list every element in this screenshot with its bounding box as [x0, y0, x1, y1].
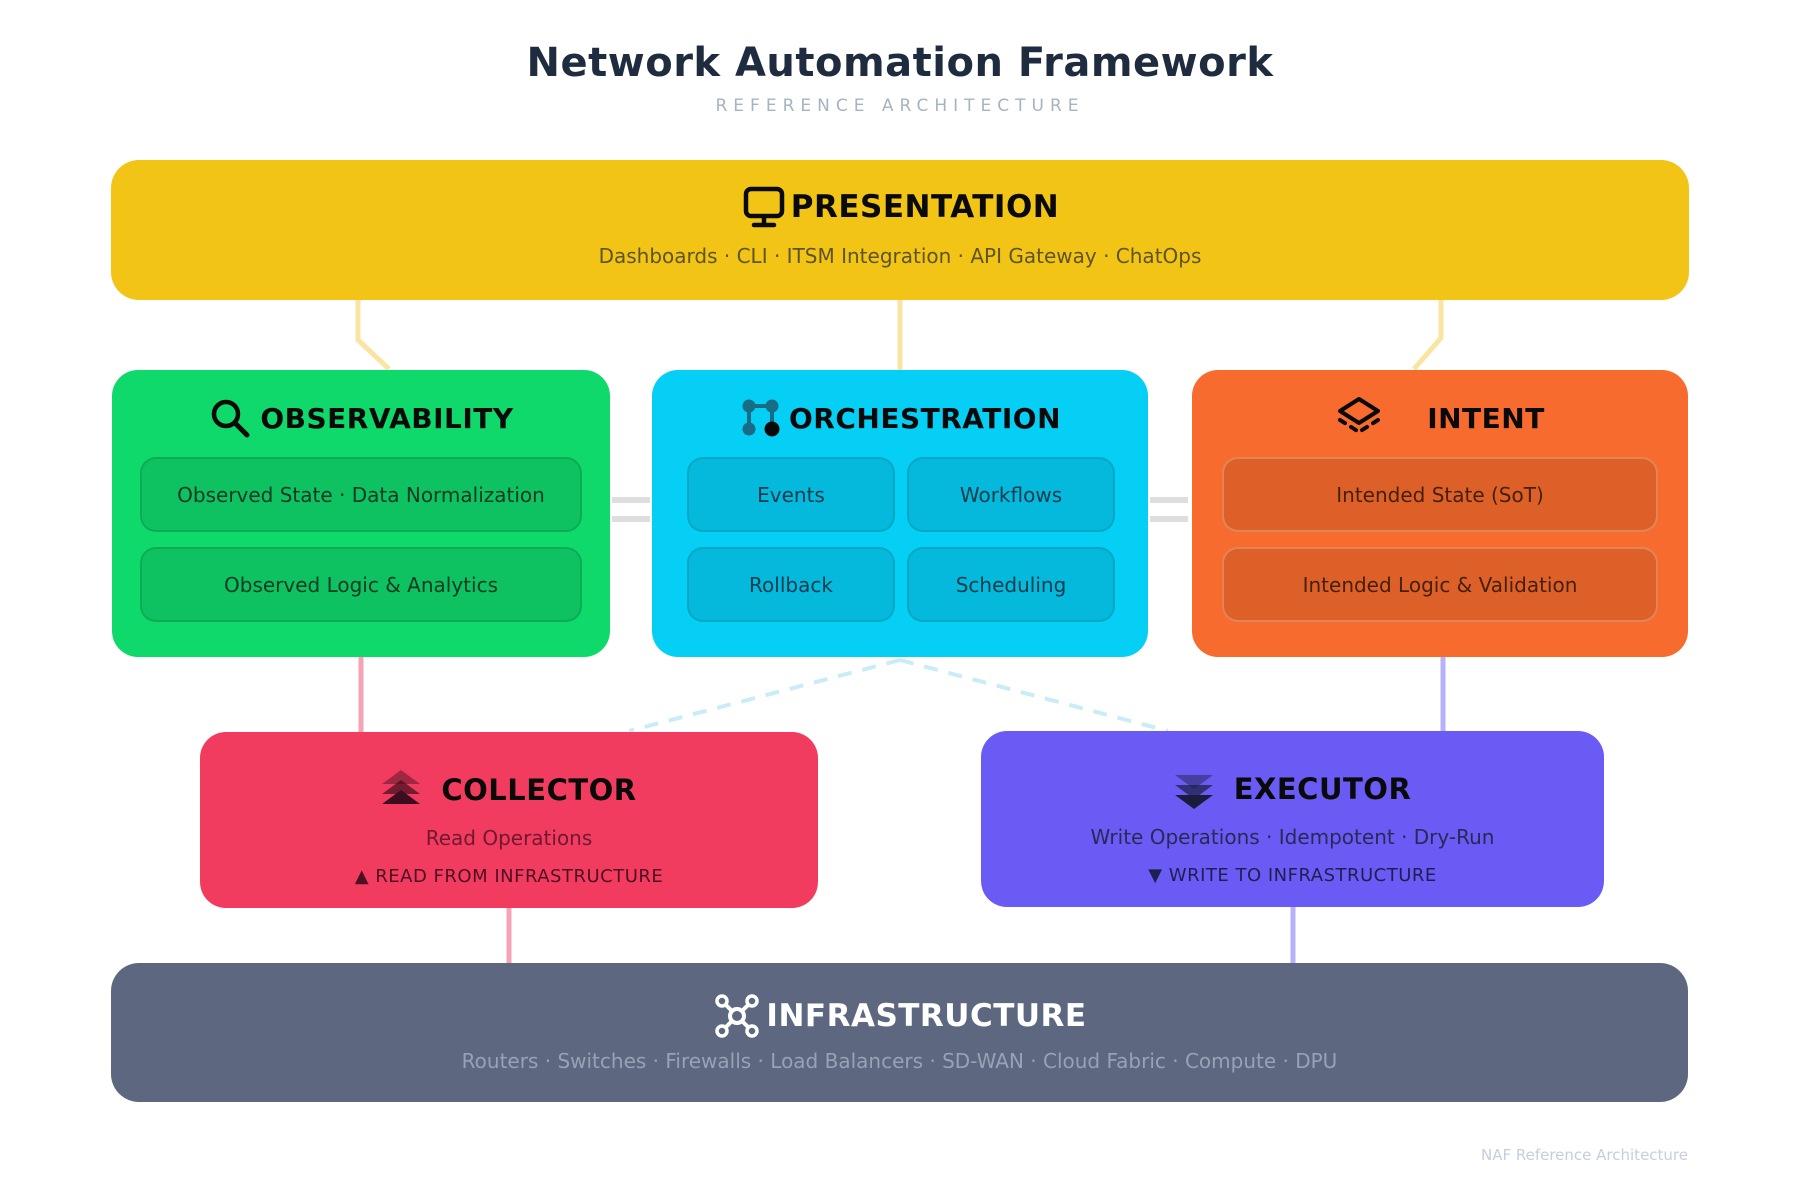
page-subtitle: REFERENCE ARCHITECTURE [715, 96, 1085, 116]
infrastructure-layer: INFRASTRUCTURE Routers · Switches · Fire… [111, 963, 1688, 1102]
intent-header: INTENT [1192, 396, 1688, 440]
executor-header: EXECUTOR [981, 767, 1604, 811]
magnifier-icon [208, 396, 252, 440]
chevrons-down-icon [1174, 767, 1214, 811]
observability-header: OBSERVABILITY [112, 396, 610, 440]
intent-row-state: Intended State (SoT) [1222, 457, 1658, 532]
orchestration-label: ORCHESTRATION [788, 401, 1062, 435]
connector-presentation-intent [1412, 300, 1444, 371]
collector-tag: ▲ READ FROM INFRASTRUCTURE [354, 866, 664, 887]
layers-icon [1335, 396, 1383, 440]
footer-note: NAF Reference Architecture [1480, 1146, 1688, 1164]
collector-header: COLLECTOR [200, 768, 818, 812]
executor-subtitle: Write Operations · Idempotent · Dry-Run [1090, 825, 1495, 849]
page-title: Network Automation Framework [526, 40, 1274, 86]
connector-orchestration-collector [628, 658, 901, 733]
orchestration-cell-events: Events [687, 457, 895, 532]
monitor-icon [741, 184, 787, 230]
observability-layer: OBSERVABILITY Observed State · Data Norm… [112, 370, 610, 657]
presentation-items: Dashboards · CLI · ITSM Integration · AP… [598, 244, 1202, 268]
presentation-header: PRESENTATION [111, 184, 1689, 230]
executor-layer: EXECUTOR Write Operations · Idempotent ·… [981, 731, 1604, 907]
intent-row-logic: Intended Logic & Validation [1222, 547, 1658, 622]
graph-nodes-icon [739, 396, 783, 440]
orchestration-cell-rollback: Rollback [687, 547, 895, 622]
chevrons-up-icon [381, 768, 421, 812]
orchestration-header: ORCHESTRATION [652, 396, 1148, 440]
observability-row-state: Observed State · Data Normalization [140, 457, 582, 532]
orchestration-cell-workflows: Workflows [907, 457, 1115, 532]
orchestration-cell-scheduling: Scheduling [907, 547, 1115, 622]
executor-label: EXECUTOR [1233, 772, 1412, 806]
infrastructure-header: INFRASTRUCTURE [111, 991, 1688, 1041]
network-hub-icon [712, 991, 762, 1041]
presentation-layer: PRESENTATION Dashboards · CLI · ITSM Int… [111, 160, 1689, 300]
intent-label: INTENT [1427, 401, 1545, 435]
collector-layer: COLLECTOR Read Operations ▲ READ FROM IN… [200, 732, 818, 908]
collector-subtitle: Read Operations [425, 826, 593, 850]
executor-tag: ▼ WRITE TO INFRASTRUCTURE [1148, 865, 1437, 886]
infrastructure-items: Routers · Switches · Firewalls · Load Ba… [461, 1049, 1338, 1073]
observability-label: OBSERVABILITY [260, 401, 514, 435]
orchestration-layer: ORCHESTRATION Events Workflows Rollback … [652, 370, 1148, 657]
connector-orchestration-executor [899, 658, 1169, 733]
infrastructure-label: INFRASTRUCTURE [766, 998, 1087, 1034]
connector-presentation-observability [355, 300, 391, 371]
collector-label: COLLECTOR [441, 773, 637, 807]
presentation-label: PRESENTATION [790, 189, 1060, 225]
observability-row-logic: Observed Logic & Analytics [140, 547, 582, 622]
intent-layer: INTENT Intended State (SoT) Intended Log… [1192, 370, 1688, 657]
